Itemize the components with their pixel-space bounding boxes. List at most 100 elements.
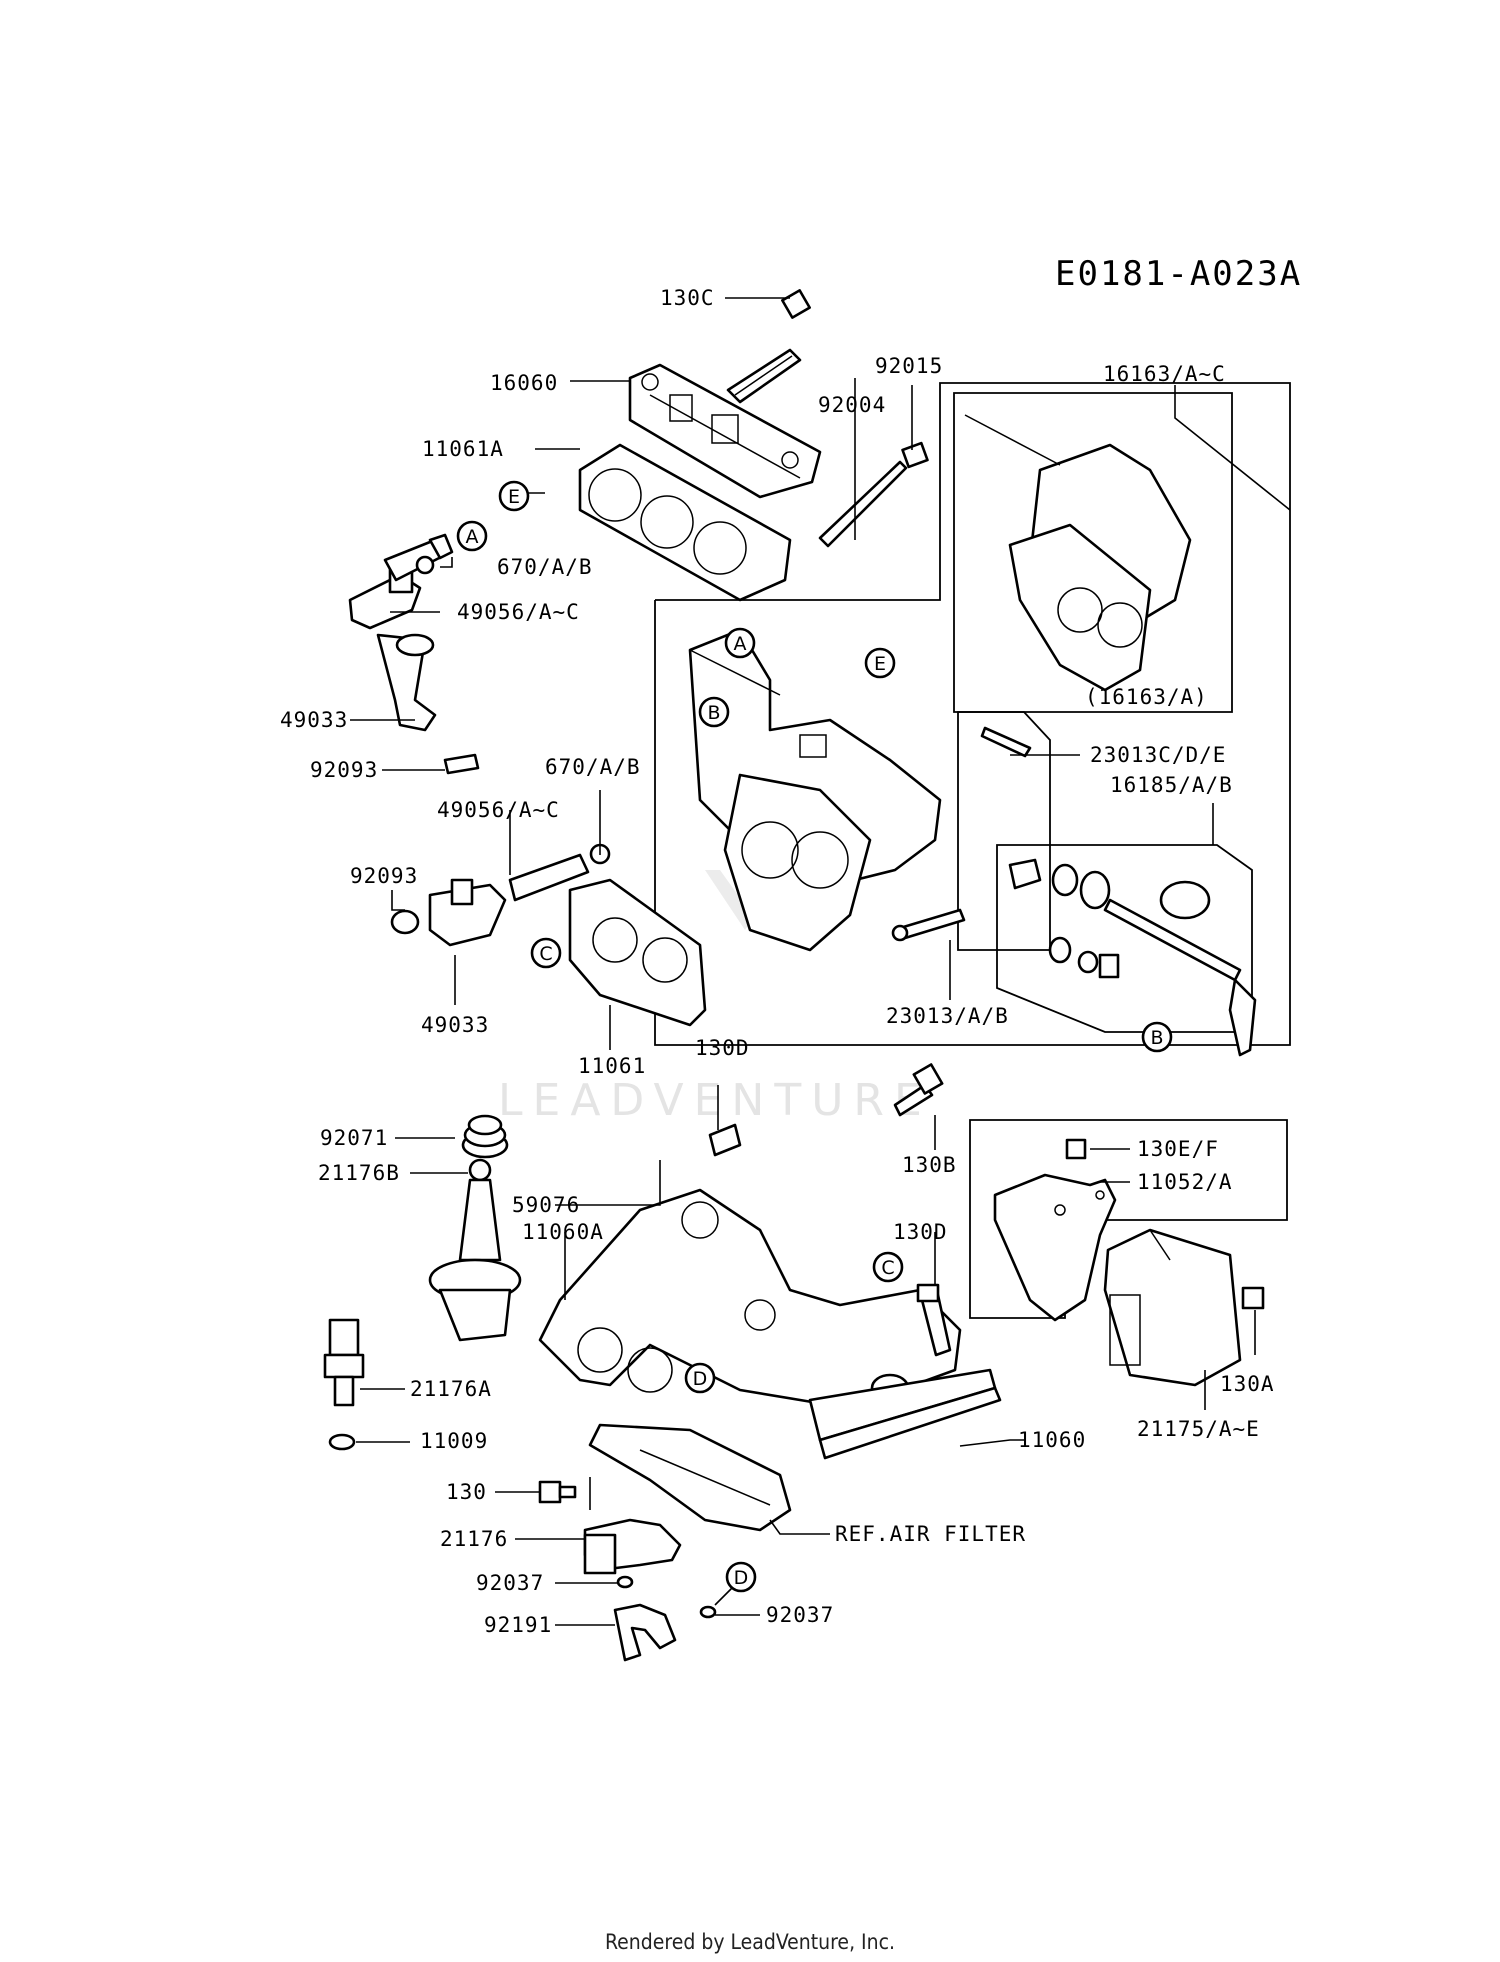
bolt-130a [1241, 1286, 1265, 1310]
callout-d-manifold: D [684, 1362, 716, 1394]
throttle-shaft-16185 [1008, 858, 1257, 1057]
oring-670-upper [415, 555, 435, 575]
label-130a: 130A [1220, 1372, 1275, 1396]
label-130: 130 [446, 1480, 487, 1504]
svg-text:D: D [734, 1567, 749, 1589]
injector-49033-lower [428, 878, 507, 947]
label-11052: 11052/A [1137, 1170, 1233, 1194]
sensor-21176a [323, 1318, 365, 1407]
label-92037-left: 92037 [476, 1571, 544, 1595]
callout-e-upper: E [498, 480, 530, 512]
label-130ef: 130E/F [1137, 1137, 1219, 1161]
label-670-upper: 670/A/B [497, 555, 593, 579]
screw-23013c [980, 726, 1032, 758]
svg-text:C: C [539, 943, 552, 965]
bracket-air-filter [588, 1423, 792, 1532]
injector-49033-upper [348, 568, 437, 732]
clip-92037-right [699, 1605, 717, 1619]
label-49056-upper: 49056/A~C [457, 600, 580, 624]
label-21176: 21176 [440, 1527, 508, 1551]
label-16163a: (16163/A) [1085, 685, 1208, 709]
svg-text:A: A [466, 526, 479, 548]
label-92004: 92004 [818, 393, 886, 417]
footer-credit: Rendered by LeadVenture, Inc. [605, 1930, 895, 1954]
bolt-130d-upper [708, 1123, 742, 1157]
washer-11009 [328, 1433, 356, 1451]
sleeve-92093-lower [390, 909, 420, 935]
callout-b-shaft: B [1141, 1021, 1173, 1053]
svg-text:E: E [508, 486, 520, 508]
svg-text:D: D [693, 1368, 708, 1390]
grommet-92071 [461, 1114, 509, 1159]
nut-92015 [901, 441, 929, 469]
svg-text:C: C [881, 1257, 894, 1279]
stud-92004 [818, 460, 908, 548]
label-670-lower: 670/A/B [545, 755, 641, 779]
label-16163: 16163/A~C [1103, 362, 1226, 386]
sleeve-92093-upper [443, 753, 480, 775]
label-49033-upper: 49033 [280, 708, 348, 732]
label-49056-lower: 49056/A~C [437, 798, 560, 822]
svg-text:B: B [1150, 1027, 1163, 1049]
svg-text:A: A [734, 633, 747, 655]
callout-d-hose: D [725, 1561, 757, 1593]
label-92093-lower: 92093 [350, 864, 418, 888]
label-11060a: 11060A [522, 1220, 604, 1244]
label-16185: 16185/A/B [1110, 773, 1233, 797]
label-130c: 130C [660, 286, 715, 310]
callout-c-manifold: C [872, 1251, 904, 1283]
sensor-21176b [428, 1158, 522, 1342]
gasket-11061a [578, 443, 792, 602]
label-130d-lower: 130D [893, 1220, 948, 1244]
label-ref-air-filter: REF.AIR FILTER [835, 1522, 1026, 1546]
label-23013: 23013/A/B [886, 1004, 1009, 1028]
callout-b-body: B [698, 696, 730, 728]
watermark: LEADVENTURE [498, 870, 932, 1126]
label-49033-lower: 49033 [421, 1013, 489, 1037]
watermark-text: LEADVENTURE [498, 1075, 932, 1126]
bracket-11052 [993, 1173, 1117, 1322]
svg-text:B: B [707, 702, 720, 724]
label-23013c: 23013C/D/E [1090, 743, 1226, 767]
label-11061: 11061 [578, 1054, 646, 1078]
part-labels: 130C 16060 92015 92004 16163/A~C 11061A … [280, 286, 1275, 1637]
callout-a-upper: A [456, 520, 488, 552]
label-130d-upper: 130D [695, 1036, 750, 1060]
clip-92037-left [616, 1575, 634, 1589]
label-11009: 11009 [420, 1429, 488, 1453]
label-92037-right: 92037 [766, 1603, 834, 1627]
label-21176b: 21176B [318, 1161, 400, 1185]
screw-23013 [891, 908, 966, 942]
label-92191: 92191 [484, 1613, 552, 1637]
fuel-line-49056-lower [508, 853, 590, 902]
label-92071: 92071 [320, 1126, 388, 1150]
sensor-21176 [583, 1518, 682, 1575]
bolt-130d-lower [916, 1283, 952, 1357]
callout-a-body: A [724, 627, 756, 659]
label-16060: 16060 [490, 371, 558, 395]
hose-92191 [613, 1603, 677, 1662]
label-59076: 59076 [512, 1193, 580, 1217]
label-92093-upper: 92093 [310, 758, 378, 782]
label-21175: 21175/A~E [1137, 1417, 1260, 1441]
label-11061a: 11061A [422, 437, 504, 461]
fuel-line-49056-upper [383, 533, 454, 582]
throttle-body-main [688, 628, 942, 952]
label-130b: 130B [902, 1153, 957, 1177]
label-11060: 11060 [1018, 1428, 1086, 1452]
ecu-21175 [1103, 1228, 1242, 1387]
bolt-130 [538, 1480, 577, 1504]
plate-11060 [808, 1368, 1002, 1460]
plate-16060 [628, 363, 822, 499]
gasket-11061 [568, 878, 707, 1027]
callout-c-gasket: C [530, 937, 562, 969]
callout-e-body: E [864, 647, 896, 679]
diagram-code: E0181-A023A [1055, 254, 1302, 294]
leader-lines [350, 297, 1291, 1626]
bolt-130c [726, 289, 811, 404]
callout-circles: A E A E B C B C D D [456, 480, 1173, 1593]
label-92015: 92015 [875, 354, 943, 378]
svg-text:E: E [874, 653, 886, 675]
bolt-130b [893, 1063, 944, 1117]
